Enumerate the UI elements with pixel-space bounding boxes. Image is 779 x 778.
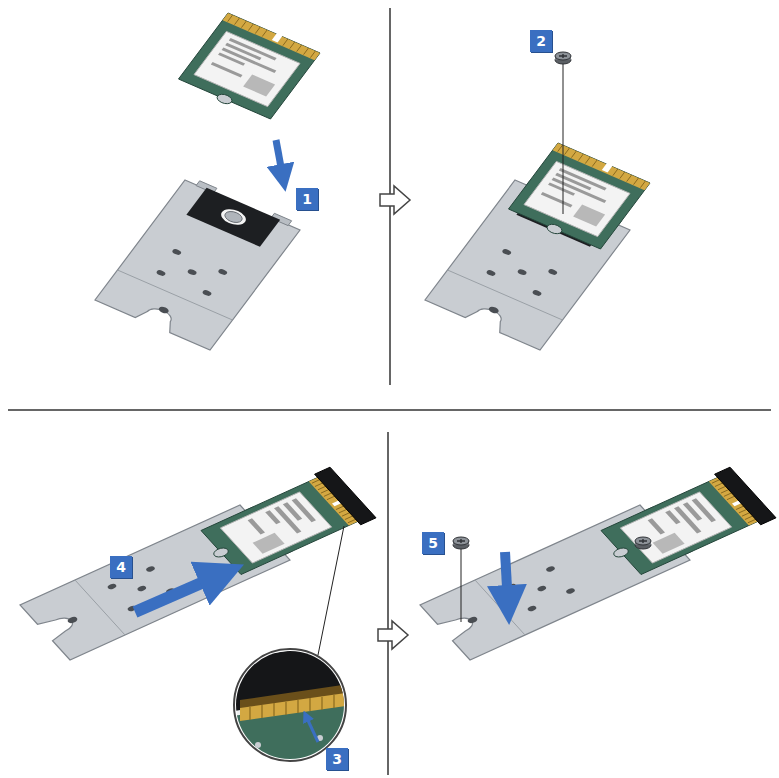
callout-number: 5 (422, 532, 444, 554)
callout-number: 4 (110, 556, 132, 578)
callout-number: 1 (296, 188, 318, 210)
callout-number: 2 (530, 30, 552, 52)
callout-number: 3 (326, 748, 348, 770)
